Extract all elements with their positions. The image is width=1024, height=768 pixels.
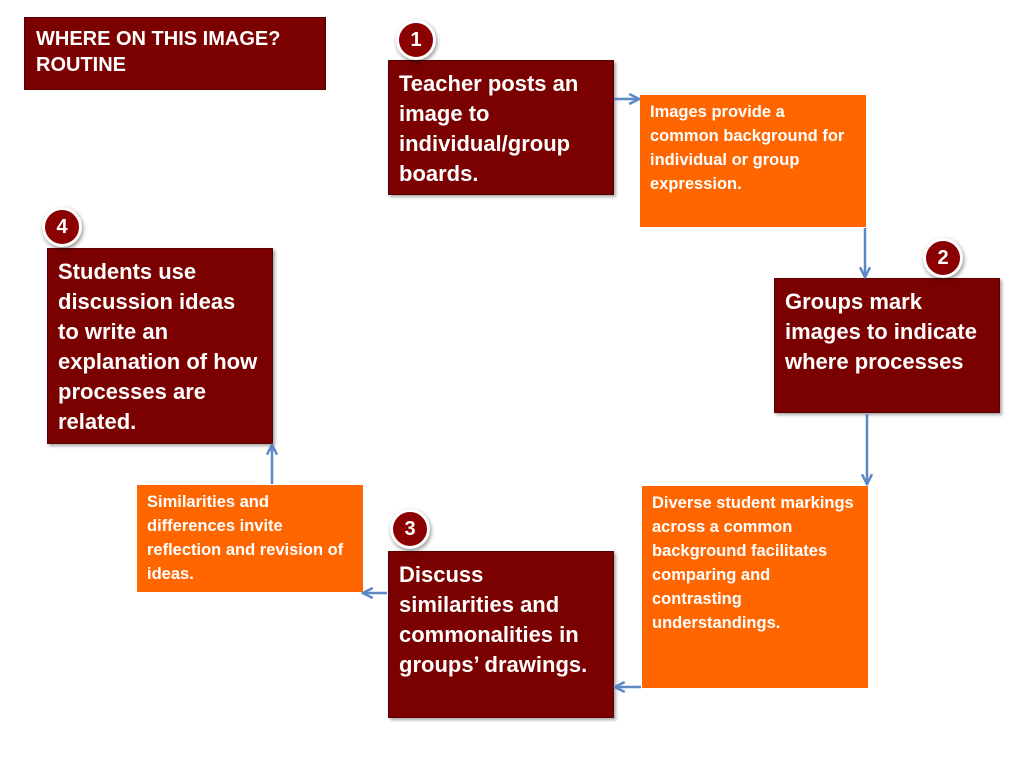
note-2-text: Diverse student markings across a common… — [652, 494, 854, 632]
step-3-badge: 3 — [390, 509, 430, 549]
step-2-badge: 2 — [923, 238, 963, 278]
step-2-box: Groups mark images to indicate where pro… — [774, 278, 1000, 413]
note-1-box: Images provide a common background for i… — [640, 95, 866, 227]
note-3-box: Similarities and differences invite refl… — [137, 485, 363, 592]
step-1-badge: 1 — [396, 20, 436, 60]
step-4-box: Students use discussion ideas to write a… — [47, 248, 273, 444]
step-4-badge: 4 — [42, 207, 82, 247]
note-3-text: Similarities and differences invite refl… — [147, 493, 344, 583]
note-1-text: Images provide a common background for i… — [650, 103, 845, 193]
note-2-box: Diverse student markings across a common… — [642, 486, 868, 688]
step-1-text: Teacher posts an image to individual/gro… — [399, 71, 579, 186]
step-3-box: Discuss similarities and commonalities i… — [388, 551, 614, 718]
step-2-text: Groups mark images to indicate where pro… — [785, 289, 977, 374]
step-3-text: Discuss similarities and commonalities i… — [399, 562, 588, 677]
step-4-text: Students use discussion ideas to write a… — [58, 259, 258, 434]
diagram-title: WHERE ON THIS IMAGE? ROUTINE — [24, 17, 326, 90]
step-1-box: Teacher posts an image to individual/gro… — [388, 60, 614, 195]
